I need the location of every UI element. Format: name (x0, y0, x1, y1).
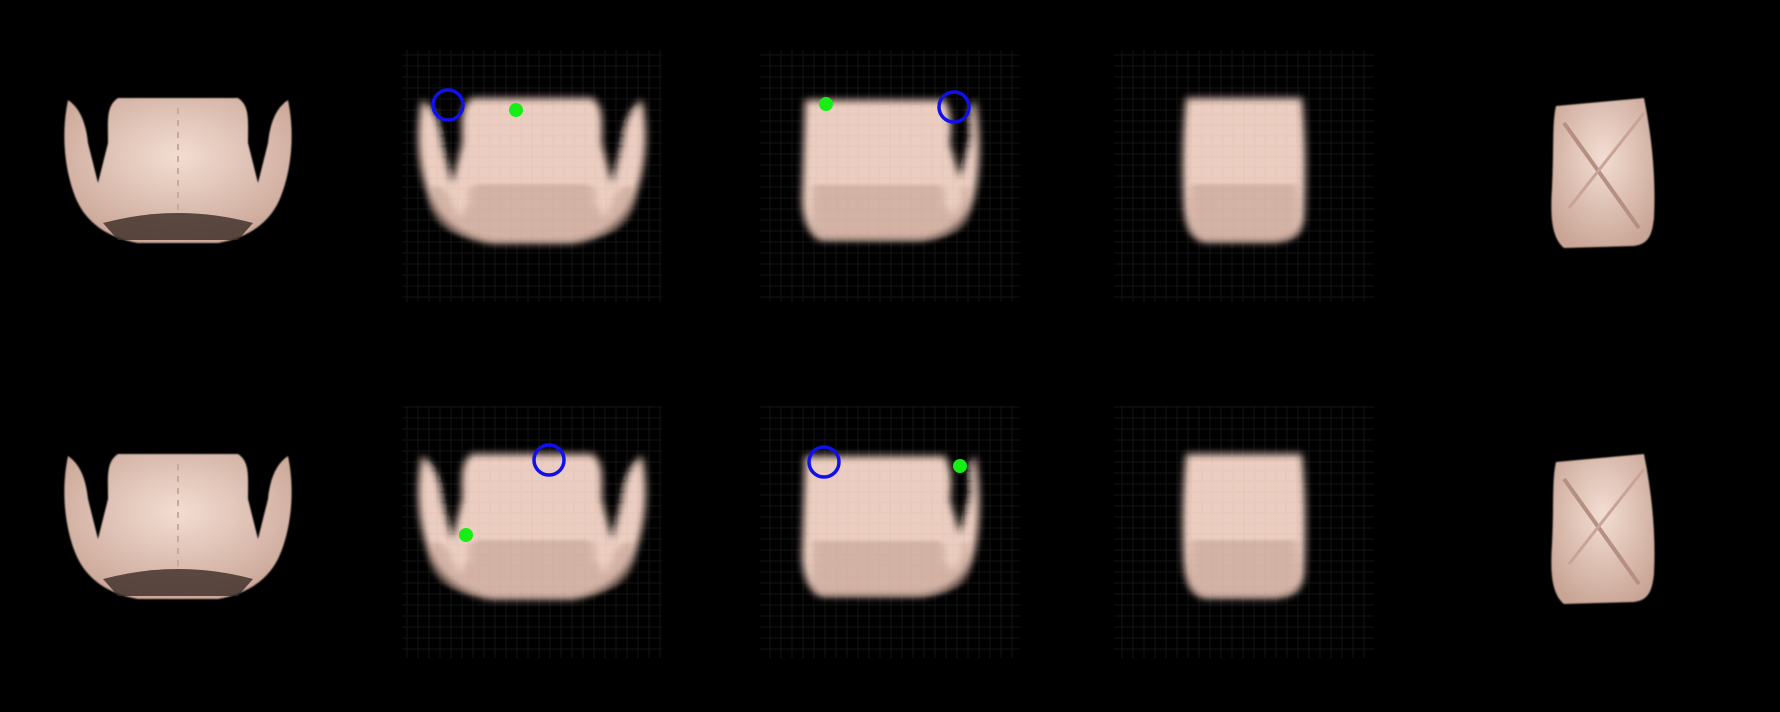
pick-point-marker (807, 445, 841, 479)
fold-crease (1562, 121, 1641, 230)
cloth-shadow (1188, 184, 1300, 242)
predicted-frame-r2-c4 (1114, 406, 1374, 658)
pick-point-marker (532, 443, 566, 477)
fold-crease (1562, 477, 1641, 586)
start-photo-r2-c1 (64, 454, 292, 599)
cloth-shadow (429, 540, 635, 598)
pick-point-marker (431, 88, 465, 122)
frame-grid (64, 50, 1655, 658)
hem-opening (103, 213, 253, 240)
cloth-shadow (429, 184, 635, 242)
predicted-frame-r1-c2 (402, 50, 662, 302)
cloth-shadow (810, 540, 971, 597)
fold-crease (1567, 468, 1646, 565)
goal-photo-r1-c5 (1551, 98, 1655, 248)
place-point-marker (509, 103, 523, 117)
place-point-marker (953, 459, 967, 473)
goal-photo-r2-c5 (1551, 454, 1655, 604)
place-point-marker (819, 97, 833, 111)
hem-opening (103, 569, 253, 596)
start-photo-r1-c1 (64, 98, 292, 243)
predicted-frame-r2-c3 (760, 406, 1020, 658)
place-point-marker (459, 528, 473, 542)
cloth-shadow (1188, 540, 1300, 598)
pick-point-marker (937, 90, 971, 124)
predicted-frame-r1-c4 (1114, 50, 1374, 302)
fold-crease (1567, 112, 1646, 209)
predicted-frame-r1-c3 (760, 50, 1020, 302)
cloth-shadow (810, 184, 971, 241)
predicted-frame-r2-c2 (402, 406, 662, 658)
